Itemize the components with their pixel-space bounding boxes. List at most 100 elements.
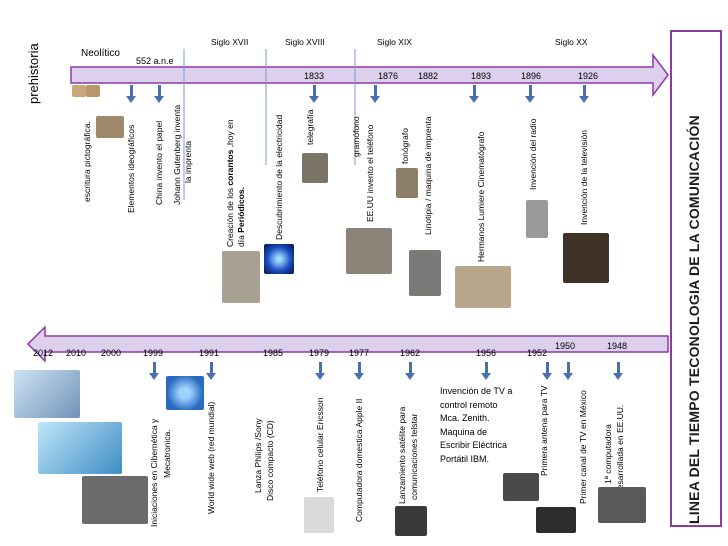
marker-1956 xyxy=(481,362,491,380)
year-2000: 2000 xyxy=(101,348,122,358)
marker-1876 xyxy=(370,85,380,103)
newspaper-image xyxy=(222,251,260,303)
title-box: LINEA DEL TIEMPO TECONOLOGIA DE LA COMUN… xyxy=(670,30,722,527)
marker-1977 xyxy=(354,362,364,380)
year-1896: 1896 xyxy=(521,71,542,81)
event-zenith-block: Invención de TV a control remoto Mca. Ze… xyxy=(440,385,512,466)
event-television: Invención de la televisión xyxy=(579,130,589,225)
year-1893: 1893 xyxy=(471,71,492,81)
event-zenith-line: Mca. Zenith. xyxy=(440,413,490,423)
event-telefono: EE.UU invento el teléfono xyxy=(365,124,375,222)
marker-1952 xyxy=(542,362,552,380)
event-zenith-line: Portátil IBM. xyxy=(440,453,490,464)
event-zenith-line: control remoto xyxy=(440,399,498,410)
year-1950: 1950 xyxy=(555,341,576,351)
year-1876: 1876 xyxy=(378,71,399,81)
year-1985: 1985 xyxy=(263,348,284,358)
robots-image xyxy=(82,476,148,524)
year-1926: 1926 xyxy=(578,71,599,81)
neolitico-label: Neolítico xyxy=(81,48,120,59)
event-apple: Computadora domestica Apple II xyxy=(354,398,364,522)
event-ericsson: Teléfono celular Ericsson xyxy=(315,397,325,493)
pictograph-image-2 xyxy=(86,85,100,97)
event-electricidad: Descubrimiento de la electricidad xyxy=(274,114,284,240)
event-linotipia: Linotipia / maquina de imprenta xyxy=(423,116,433,235)
electricity-image xyxy=(264,244,294,274)
year-1956: 1956 xyxy=(476,348,497,358)
marker-papel xyxy=(154,85,164,103)
year-1979: 1979 xyxy=(309,348,330,358)
event-zenith-line: Invención de TV a xyxy=(440,386,513,396)
television-image xyxy=(563,233,609,283)
page-title: LINEA DEL TIEMPO TECONOLOGIA DE LA COMUN… xyxy=(686,115,702,524)
event-papel: China invento el papel xyxy=(154,120,164,205)
century-19: Siglo XIX xyxy=(377,37,412,47)
event-cinematografo: Hermanos Lumiere Cinematógrafo xyxy=(476,131,486,262)
marker-1948 xyxy=(613,362,623,380)
event-computadora-2: desarrollada en EE.UU. xyxy=(615,404,625,494)
event-telegrafia: telegrafía xyxy=(305,109,315,145)
year-1999: 1999 xyxy=(143,348,164,358)
event-radio: Invención del radio xyxy=(528,118,538,190)
year-2012: 2012 xyxy=(33,348,54,358)
year-552-label: 552 a.n.e xyxy=(136,56,174,66)
marker-1979 xyxy=(315,362,325,380)
marker-1893 xyxy=(469,85,479,103)
event-tv-mexico: Primer canal de TV en México xyxy=(578,390,588,504)
cinematograph-image xyxy=(455,266,511,308)
mechatronics-image xyxy=(38,422,122,474)
printing-press-image xyxy=(409,250,441,296)
event-zenith-line: Maquina de xyxy=(440,426,488,437)
event-cd-1: Lanza Philips /Sony xyxy=(253,418,263,493)
marker-1896 xyxy=(525,85,535,103)
year-1952: 1952 xyxy=(527,348,548,358)
event-telstar-2: comunicaciones telstar xyxy=(409,413,419,500)
marker-1999 xyxy=(149,362,159,380)
year-1962: 1962 xyxy=(400,348,421,358)
pictograph-image xyxy=(72,85,86,97)
year-1882: 1882 xyxy=(418,71,439,81)
modern-devices-image xyxy=(14,370,80,418)
marker-1962 xyxy=(405,362,415,380)
event-telstar-1: Lanzamiento satélite para xyxy=(397,406,407,504)
marker-ideograficos xyxy=(126,85,136,103)
remote-tv-image xyxy=(503,473,539,501)
telegraph-image xyxy=(302,153,328,183)
event-cibernetica-1: Iniciaciones en Cibernética y xyxy=(149,418,159,527)
globe-image xyxy=(166,376,204,410)
radio-image xyxy=(526,200,548,238)
prehistoria-label: prehistoria xyxy=(26,43,41,104)
event-corantos-1: Creación de los corantos ,hoy en xyxy=(225,119,235,247)
bottom-timeline-arrow xyxy=(26,325,669,363)
computer-image xyxy=(598,487,646,523)
century-20: Siglo XX xyxy=(555,37,588,47)
marker-1991 xyxy=(206,362,216,380)
year-1991: 1991 xyxy=(199,348,220,358)
event-zenith-line: Escribir Eléctrica xyxy=(440,440,508,450)
event-pictografica: escritura pictográfica. xyxy=(82,121,92,202)
telephone-image xyxy=(346,228,392,274)
marker-1926 xyxy=(579,85,589,103)
clay-tablet-image xyxy=(96,116,124,138)
top-timeline-arrow xyxy=(70,52,669,98)
marker-1950 xyxy=(563,362,573,380)
year-1977: 1977 xyxy=(349,348,370,358)
phonograph-image xyxy=(396,168,418,198)
event-ideograficos: Elementos ideográficos xyxy=(126,124,136,213)
century-17: Siglo XVII xyxy=(211,37,249,47)
event-gramofono: gramófono xyxy=(351,116,361,157)
event-cibernetica-2: Mecatronica. xyxy=(162,429,172,478)
tv-channel-image xyxy=(536,507,576,533)
year-1948: 1948 xyxy=(607,341,628,351)
year-2010: 2010 xyxy=(66,348,87,358)
event-cd-2: Disco compacto (CD) xyxy=(265,420,275,501)
century-18: Siglo XVIII xyxy=(285,37,325,47)
year-1833: 1833 xyxy=(304,71,325,81)
event-gutenberg-2: la imprenta xyxy=(183,140,193,183)
telstar-image xyxy=(395,506,427,536)
event-corantos-2: día Periódicos. xyxy=(236,186,246,247)
marker-1833 xyxy=(309,85,319,103)
event-antena: Primera antena para TV xyxy=(539,385,549,476)
event-www: World wide web (red mundial) xyxy=(206,401,216,514)
